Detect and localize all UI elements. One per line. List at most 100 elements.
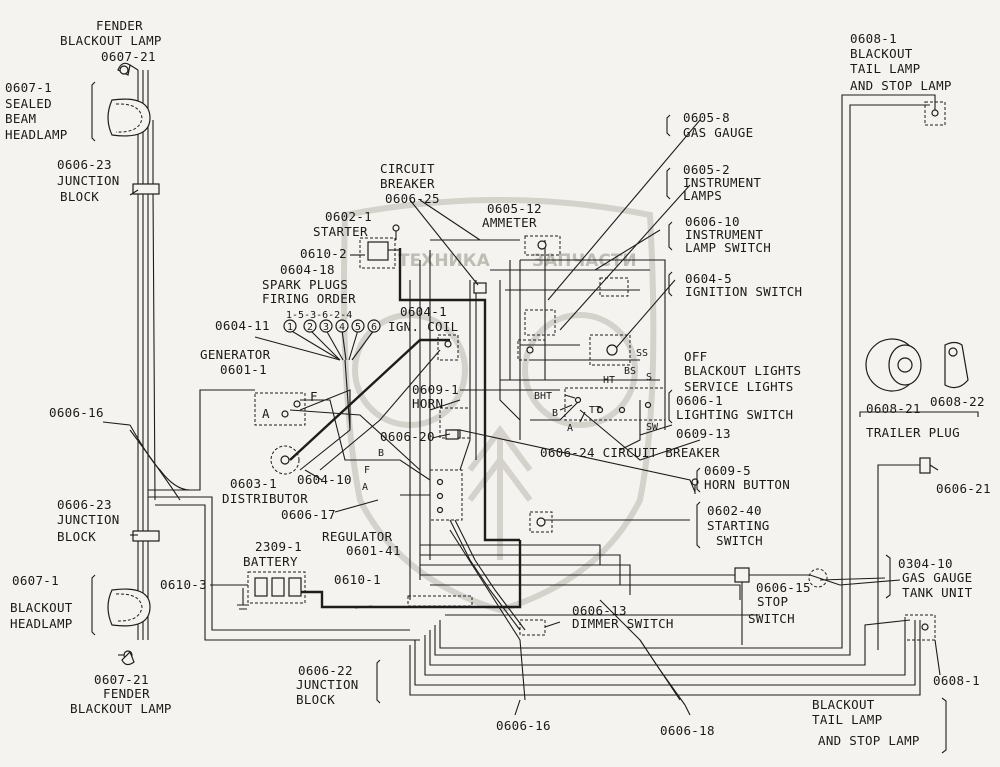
label-gen-2: 0601-1 [220, 362, 267, 377]
label-tp-3: TRAILER PLUG [866, 425, 960, 440]
instrument-lamps [517, 339, 546, 361]
label-0606-16-bot: 0606-16 [496, 718, 551, 733]
blackout-tail-lamp-top [924, 101, 946, 126]
label-tail-top-2: BLACKOUT [850, 46, 913, 61]
label-reg-a: A [362, 482, 368, 493]
label-dimmer-1: 0606-13 [572, 603, 627, 618]
wiring-harness [129, 64, 936, 706]
label-0610-1: 0610-1 [334, 572, 381, 587]
label-tail-top-4: AND STOP LAMP [850, 78, 952, 93]
label-jb-top-2: JUNCTION [57, 173, 120, 188]
label-ls-1: 0606-1 [676, 393, 723, 408]
circuit-breaker-25 [473, 282, 487, 294]
label-ign-sw-2: IGNITION SWITCH [685, 284, 802, 299]
label-fender-top-3: 0607-21 [101, 49, 156, 64]
label-spark-3: FIRING ORDER [262, 291, 356, 306]
label-0606-21: 0606-21 [936, 481, 991, 496]
ammeter [524, 235, 561, 256]
label-dist-1: 0603-1 [230, 476, 277, 491]
watermark-right-text: ЗАПЧАСТИ [532, 251, 637, 271]
battery [237, 571, 306, 610]
instrument-lamp-switch [599, 277, 629, 297]
label-ss: SS [636, 348, 648, 359]
label-plug-4: 4 [339, 322, 345, 333]
label-ss-2: STARTING [707, 518, 770, 533]
brackets [91, 81, 947, 754]
label-bat-2: BATTERY [243, 554, 298, 569]
label-fender-bot-3: BLACKOUT LAMP [70, 701, 172, 716]
label-jb-top-3: BLOCK [60, 189, 99, 204]
label-fender-top-1: FENDER [96, 18, 143, 33]
label-cb-3: 0606-25 [385, 191, 440, 206]
label-jb-bot-2: JUNCTION [57, 512, 120, 527]
label-stop-3: SWITCH [748, 611, 795, 626]
blackout-headlamp [107, 588, 151, 627]
junction-block-bottom [132, 530, 160, 542]
label-horn-2: HORN [412, 396, 443, 411]
label-horn-1: 0609-1 [412, 382, 459, 397]
label-ss-1: 0602-40 [707, 503, 762, 518]
label-s: S [646, 372, 652, 383]
starting-switch [529, 511, 553, 533]
label-bs: BS [624, 366, 636, 377]
labels: FENDER BLACKOUT LAMP 0607-21 0607-1 SEAL… [5, 18, 991, 748]
label-a-sw: A [567, 423, 573, 434]
label-ammeter-2: AMMETER [482, 215, 537, 230]
label-tail-bot-2: TAIL LAMP [812, 712, 882, 727]
label-tail-bot-1: BLACKOUT [812, 697, 875, 712]
label-tail-bot-3: AND STOP LAMP [818, 733, 920, 748]
label-jb22-1: 0606-22 [298, 663, 353, 678]
label-tt: TT [589, 405, 601, 416]
label-plug-6: 6 [371, 322, 377, 333]
fender-blackout-lamp-top [117, 62, 131, 76]
label-fender-bot-2: FENDER [103, 686, 150, 701]
label-jb22-2: JUNCTION [296, 677, 359, 692]
label-jb22-3: BLOCK [296, 692, 335, 707]
label-0604-10: 0604-10 [297, 472, 352, 487]
label-inst-lamps-2: INSTRUMENT [683, 175, 761, 190]
label-ign-sw-1: 0604-5 [685, 271, 732, 286]
label-plug-3: 3 [323, 322, 329, 333]
label-fender-bot-1: 0607-21 [94, 672, 149, 687]
label-spark-4: 1-5-3-6-2-4 [286, 310, 352, 321]
label-ss-3: SWITCH [716, 533, 763, 548]
label-off: OFF [684, 349, 707, 364]
label-tail-bot-0: 0608-1 [933, 673, 980, 688]
label-tp-2: 0608-22 [930, 394, 985, 409]
distributor [270, 445, 300, 475]
label-tank-2: GAS GAUGE [902, 570, 972, 585]
connector-0606-21 [919, 457, 931, 474]
label-dist-2: DISTRIBUTOR [222, 491, 308, 506]
label-stop-1: 0606-15 [756, 580, 811, 595]
label-tail-top-3: TAIL LAMP [850, 61, 920, 76]
label-tp-1: 0608-21 [866, 401, 921, 416]
label-jb-bot-1: 0606-23 [57, 497, 112, 512]
label-jb-bot-3: BLOCK [57, 529, 96, 544]
label-coil-1: 0604-1 [400, 304, 447, 319]
label-0610-2: 0610-2 [300, 246, 347, 261]
label-coil-2: IGN. COIL [388, 319, 458, 334]
label-spark-1: 0604-18 [280, 262, 335, 277]
trailer-plug [859, 338, 979, 417]
label-starter-1: 0602-1 [325, 209, 372, 224]
label-ils-2: INSTRUMENT [685, 227, 763, 242]
label-hb-1: 0609-5 [704, 463, 751, 478]
stop-switch [734, 567, 750, 645]
label-service-lights: SERVICE LIGHTS [684, 379, 794, 394]
sealed-beam-headlamp [107, 98, 151, 137]
ignition-coil [437, 334, 459, 361]
label-0606-16-left: 0606-16 [49, 405, 104, 420]
label-bo-head-1: 0607-1 [12, 573, 59, 588]
label-reg-1: REGULATOR [322, 529, 393, 544]
label-gen-f: F [310, 389, 318, 404]
label-fender-top-2: BLACKOUT LAMP [60, 33, 162, 48]
ignition-switch [589, 334, 631, 366]
starter [359, 224, 400, 269]
label-gen-a: A [262, 406, 270, 421]
junction-block-top [132, 183, 160, 195]
label-ils-3: LAMP SWITCH [685, 240, 771, 255]
label-0609-13: 0609-13 [676, 426, 731, 441]
spark-plugs [283, 319, 381, 333]
